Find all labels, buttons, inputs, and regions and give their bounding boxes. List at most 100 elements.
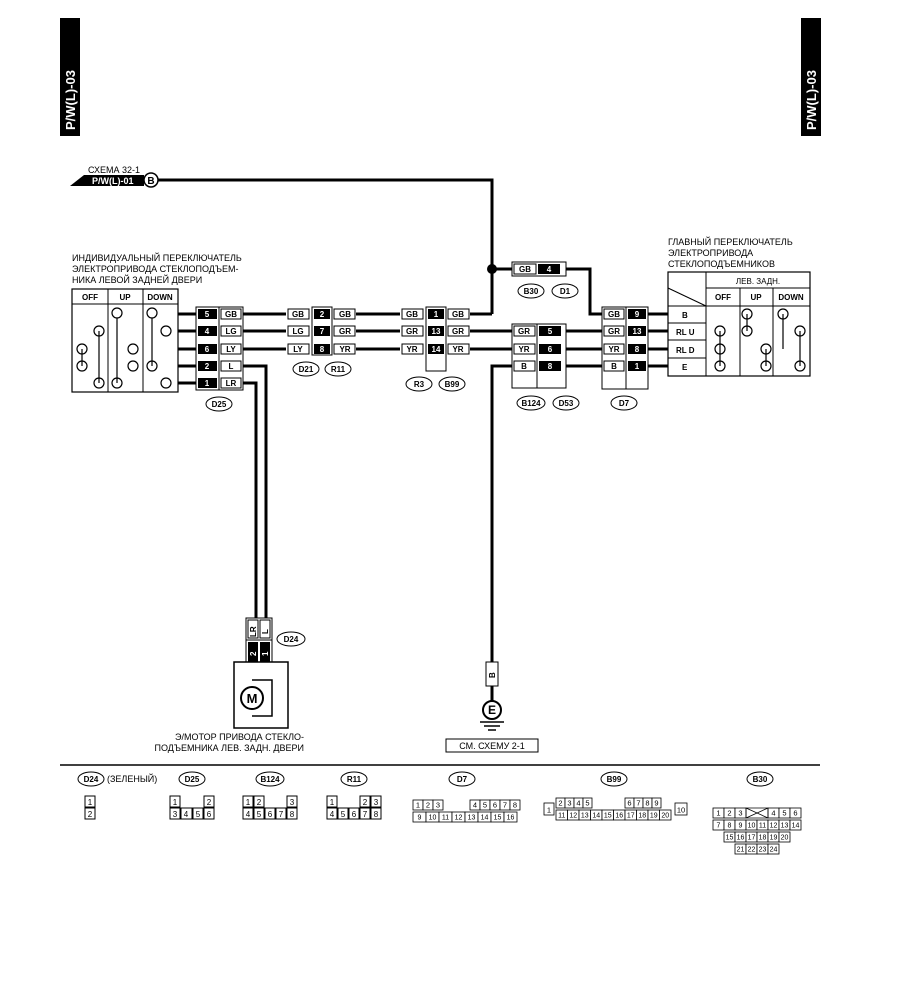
d21-pin: 8 bbox=[320, 345, 325, 354]
b30-color: GB bbox=[519, 265, 531, 274]
connector-d25: 5 4 6 2 1 GB LG LY L LR D25 bbox=[195, 306, 244, 412]
d21-color: LG bbox=[292, 327, 303, 336]
page-code-right: P/W(L)-03 bbox=[804, 70, 819, 130]
legend-b99-pin: 5 bbox=[585, 799, 589, 808]
legend-d25-pin: 6 bbox=[207, 810, 212, 819]
d1-label: D1 bbox=[560, 287, 571, 296]
r3-pin: 13 bbox=[432, 327, 441, 336]
ground-ref: СМ. СХЕМУ 2-1 bbox=[459, 741, 525, 751]
d7-color: YR bbox=[608, 345, 619, 354]
main-switch-title-3: СТЕКЛОПОДЪЕМНИКОВ bbox=[668, 259, 775, 269]
legend-b99-pin: 19 bbox=[650, 813, 658, 820]
legend-b30-pin-cell bbox=[767, 843, 780, 855]
d7-pin: 9 bbox=[635, 310, 640, 319]
legend-d7-pin: 15 bbox=[494, 815, 502, 822]
legend-r11-pin: 7 bbox=[363, 810, 368, 819]
d25-color: L bbox=[229, 362, 234, 371]
legend-b30-pin: 4 bbox=[771, 809, 775, 818]
legend-b99-pin: 14 bbox=[592, 813, 600, 820]
legend-d25-label: D25 bbox=[185, 775, 200, 784]
legend-d7-pin: 13 bbox=[468, 815, 476, 822]
legend-b99-pin-cell bbox=[543, 802, 555, 816]
legend-r11-pin: 5 bbox=[341, 810, 346, 819]
legend-b30-pin: 6 bbox=[793, 809, 797, 818]
legend-d25-pin: 5 bbox=[196, 810, 201, 819]
legend-b99-pin: 8 bbox=[645, 799, 649, 808]
d53-label: D53 bbox=[559, 399, 574, 408]
legend-b99-pin: 2 bbox=[558, 799, 562, 808]
legend-r11-pin: 2 bbox=[363, 798, 368, 807]
d24-pin: 1 bbox=[261, 651, 270, 656]
legend-b124-pin: 6 bbox=[268, 810, 273, 819]
b124-color: B bbox=[521, 362, 527, 371]
d7-label: D7 bbox=[619, 399, 630, 408]
legend-b30-key bbox=[745, 807, 769, 819]
legend-d24-label: D24 bbox=[84, 775, 99, 784]
main-col-off: OFF bbox=[715, 293, 731, 302]
left-col-off: OFF bbox=[82, 293, 98, 302]
legend-b30-pin-cell bbox=[778, 831, 791, 843]
legend-b99-pin: 16 bbox=[615, 813, 623, 820]
legend-d7-pin: 2 bbox=[426, 801, 430, 810]
legend-b30-pin: 5 bbox=[782, 809, 786, 818]
b124-color: GR bbox=[518, 327, 530, 336]
d25-color: LR bbox=[226, 379, 237, 388]
legend-b30-pin: 22 bbox=[748, 847, 756, 854]
legend-d7-pin: 16 bbox=[507, 815, 515, 822]
legend-b30-pin: 12 bbox=[770, 823, 778, 830]
b30-pin: 4 bbox=[547, 265, 552, 274]
b30-label: B30 bbox=[524, 287, 539, 296]
d25-pin: 5 bbox=[205, 310, 210, 319]
legend-d7-pin: 6 bbox=[493, 801, 497, 810]
d25-color: LY bbox=[226, 345, 236, 354]
ground-symbol: E bbox=[488, 703, 496, 717]
legend-b124-label: B124 bbox=[260, 775, 280, 784]
legend-b30-pin: 1 bbox=[716, 809, 720, 818]
connector-b30-d1: GB 4 B30 D1 bbox=[511, 261, 579, 299]
legend-b124-pin: 3 bbox=[290, 798, 295, 807]
page-code-tab-left: P/W(L)-03 bbox=[60, 18, 80, 136]
main-row-rlu: RL U bbox=[676, 328, 695, 337]
legend-b30-pin-cell bbox=[789, 819, 802, 831]
d25-color: GB bbox=[225, 310, 237, 319]
connector-r3-b99: 1 13 14 GB GR YR GB GR YR R3 B99 bbox=[401, 306, 470, 392]
legend-d7-pin-cell bbox=[432, 799, 444, 811]
motor-symbol: M bbox=[247, 691, 258, 706]
main-switch-title-1: ГЛАВНЫЙ ПЕРЕКЛЮЧАТЕЛЬ bbox=[668, 236, 793, 247]
main-col-down: DOWN bbox=[778, 293, 804, 302]
legend-b124-pin: 2 bbox=[257, 798, 262, 807]
legend-d7-pin: 8 bbox=[513, 801, 517, 810]
legend-b30-pin: 13 bbox=[781, 823, 789, 830]
d25-color: LG bbox=[225, 327, 236, 336]
legend-b99-pin: 11 bbox=[558, 813, 565, 820]
legend-b30-pin: 19 bbox=[770, 835, 778, 842]
legend-d7-pin: 3 bbox=[436, 801, 440, 810]
legend-d7-pin: 1 bbox=[416, 801, 420, 810]
d25-pin: 4 bbox=[205, 327, 210, 336]
legend-d7-pin: 9 bbox=[418, 815, 422, 822]
legend-b30-pin: 2 bbox=[727, 809, 731, 818]
legend-b30-pin: 21 bbox=[737, 847, 745, 854]
legend-d7-pin: 10 bbox=[429, 815, 437, 822]
d25-pin: 2 bbox=[205, 362, 210, 371]
scheme-ref-letter: B bbox=[147, 176, 154, 187]
r11-color: GB bbox=[339, 310, 351, 319]
legend-d7-pin-cell bbox=[509, 799, 521, 811]
legend-b99-pin: 7 bbox=[636, 799, 640, 808]
legend-d7-pin: 11 bbox=[442, 815, 449, 822]
left-switch: ИНДИВИДУАЛЬНЫЙ ПЕРЕКЛЮЧАТЕЛЬ ЭЛЕКТРОПРИВ… bbox=[71, 252, 242, 393]
b124-pin: 5 bbox=[548, 327, 553, 336]
legend-b124-pin: 1 bbox=[246, 798, 251, 807]
main-row-b: B bbox=[682, 311, 688, 320]
legend-b30-pin: 24 bbox=[770, 847, 778, 854]
r3-color: YR bbox=[406, 345, 417, 354]
legend-r11-pin: 3 bbox=[374, 798, 379, 807]
d25-pin: 1 bbox=[205, 379, 210, 388]
legend-d25-pin: 2 bbox=[207, 798, 212, 807]
left-switch-title-1: ИНДИВИДУАЛЬНЫЙ ПЕРЕКЛЮЧАТЕЛЬ bbox=[72, 252, 242, 263]
d7-pin: 1 bbox=[635, 362, 640, 371]
legend-d7-pin: 4 bbox=[473, 801, 477, 810]
legend-b99-label: B99 bbox=[607, 775, 622, 784]
